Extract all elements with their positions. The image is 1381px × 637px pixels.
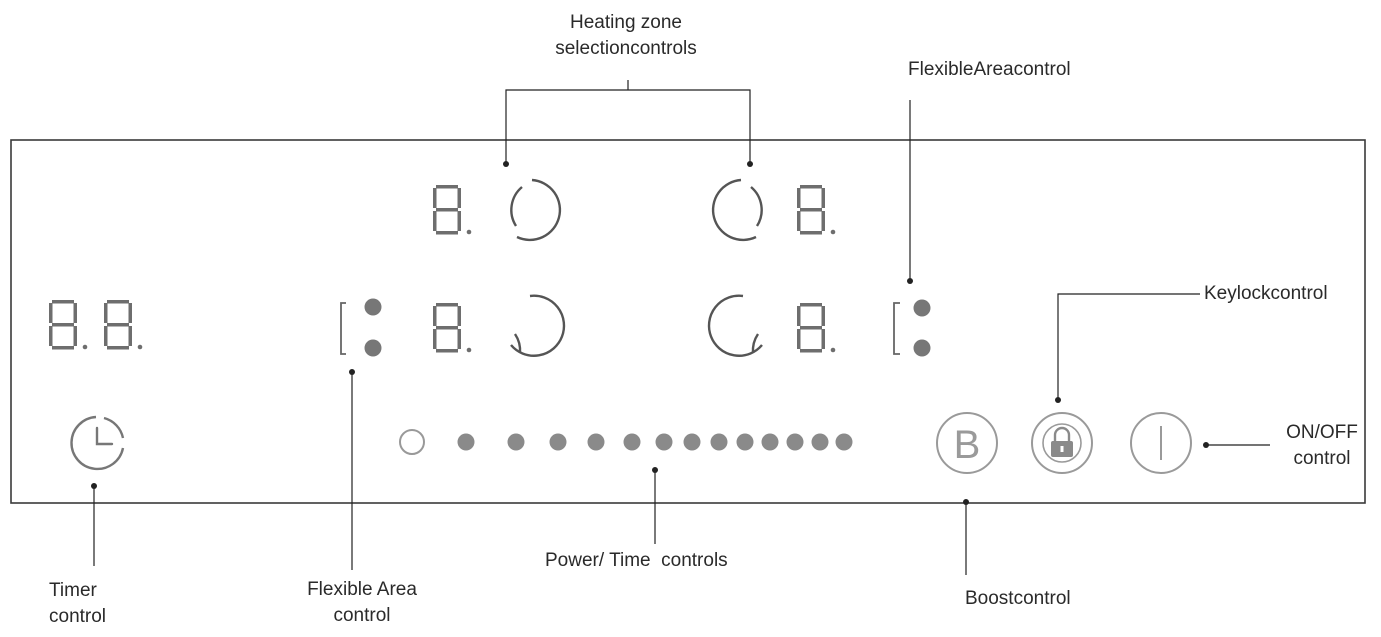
zone-display-rear-right — [797, 303, 836, 353]
heating-zone-rear-right-control[interactable] — [707, 294, 763, 357]
heating-zone-front-right-control[interactable] — [711, 178, 763, 242]
heating-zone-label: Heating zone selectioncontrols — [520, 10, 732, 62]
timer-label-line1: Timer — [49, 580, 97, 601]
slider-dot[interactable] — [457, 433, 475, 451]
flexible-area-right-control[interactable] — [893, 299, 931, 357]
timer-control-clock-icon[interactable] — [70, 415, 125, 471]
onoff-label-line1: ON/OFF — [1286, 422, 1358, 443]
heating-zone-label-line2: selectioncontrols — [555, 38, 697, 59]
zone-display-front-left — [433, 185, 472, 235]
heating-zone-front-left-control[interactable] — [510, 178, 562, 242]
flexible-area-left-control[interactable] — [340, 298, 382, 357]
boost-label: Boostcontrol — [965, 588, 1071, 609]
onoff-label: ON/OFF control — [1272, 420, 1372, 472]
slider-dot[interactable] — [549, 433, 567, 451]
boost-button[interactable]: B — [936, 412, 998, 474]
on-off-button[interactable] — [1130, 412, 1192, 474]
timer-label: Timer control — [49, 578, 106, 630]
slider-dot[interactable] — [761, 433, 779, 451]
flexible-area-bottom-label-line2: control — [333, 605, 391, 626]
heating-zone-label-line1: Heating zone — [570, 12, 682, 33]
slider-dot[interactable] — [835, 433, 853, 451]
flexible-area-top-label: FlexibleAreacontrol — [908, 59, 1071, 80]
keylock-button[interactable] — [1031, 412, 1093, 474]
slider-dot-hollow[interactable] — [399, 429, 425, 455]
flexible-area-bottom-label-line1: Flexible Area — [307, 579, 417, 600]
boost-button-letter: B — [954, 423, 981, 467]
onoff-label-line2: control — [1293, 448, 1351, 469]
slider-dot[interactable] — [811, 433, 829, 451]
leader-endpoints — [91, 161, 1209, 505]
timer-display-digit-1 — [49, 300, 88, 350]
zone-display-rear-left — [433, 303, 472, 353]
power-time-slider[interactable] — [399, 429, 853, 455]
timer-label-line2: control — [49, 606, 107, 627]
timer-display-digit-2 — [104, 300, 143, 350]
power-time-label: Power/ Time controls — [545, 550, 728, 571]
slider-dot[interactable] — [587, 433, 605, 451]
zone-display-front-right — [797, 185, 836, 235]
keylock-label: Keylockcontrol — [1204, 283, 1328, 304]
slider-dot[interactable] — [736, 433, 754, 451]
heating-zone-rear-left-control[interactable] — [510, 294, 566, 357]
slider-dot[interactable] — [507, 433, 525, 451]
slider-dot[interactable] — [683, 433, 701, 451]
slider-dot[interactable] — [623, 433, 641, 451]
slider-dot[interactable] — [710, 433, 728, 451]
lock-icon — [1051, 426, 1073, 457]
slider-dot[interactable] — [786, 433, 804, 451]
flexible-area-bottom-label: Flexible Area control — [282, 577, 442, 629]
slider-dot[interactable] — [655, 433, 673, 451]
leader-lines — [93, 80, 1270, 575]
control-panel — [10, 139, 1366, 504]
